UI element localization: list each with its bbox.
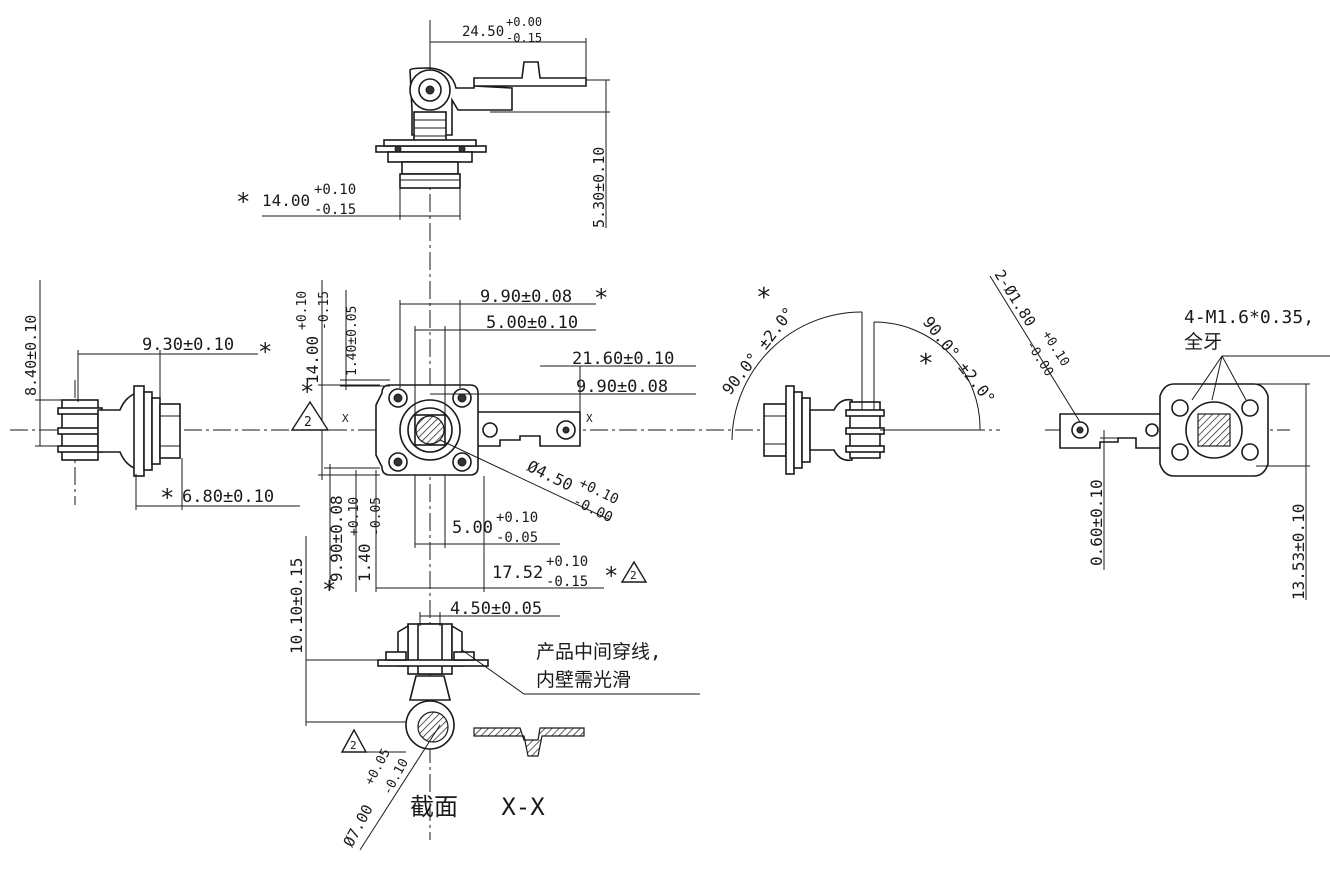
top-width-tol-dn: -0.15	[506, 31, 542, 45]
center-vert-b-tol-dn: -0.15	[317, 291, 332, 330]
center-vert-b: 14.00	[303, 336, 322, 384]
top-height-dim: 5.30±0.10	[590, 147, 608, 228]
top-body-tol-dn: -0.15	[314, 202, 356, 218]
center-vert-b-tol-up: +0.10	[295, 291, 310, 330]
angle-a: 90.0° ±2.0°	[718, 303, 798, 398]
bottom-note-2: 内壁需光滑	[536, 669, 631, 691]
center-vert-b-star: *	[300, 378, 314, 406]
center-dim-d: 9.90±0.08	[576, 377, 668, 397]
left-len-b-dim: 6.80±0.10	[182, 487, 274, 507]
datum-triangle-2	[620, 560, 648, 583]
center-dim-a-star: *	[594, 284, 608, 312]
thread-note-2: 全牙	[1184, 331, 1222, 353]
center-view: X X 9.90±0.08 * 5.00±0.10 21.60±0.10 9.9…	[290, 280, 696, 604]
top-body-dim: 14.00	[262, 191, 310, 210]
center-slot-tol-dn: -0.05	[496, 530, 538, 546]
top-width-tol-up: +0.00	[506, 15, 542, 29]
left-len-a-star: *	[258, 338, 272, 366]
center-datum-note-2: 2	[630, 569, 637, 582]
center-left-star: *	[322, 576, 336, 604]
top-width-dim: 24.50	[462, 24, 504, 40]
bottom-top-dim: 4.50±0.05	[450, 599, 542, 619]
center-slot-dim: 5.00	[452, 518, 493, 538]
center-total-tol-dn: -0.15	[546, 574, 588, 590]
bottom-note-1: 产品中间穿线,	[536, 641, 661, 663]
far-right-view: 4-M1.6*0.35, 全牙 2-Ø1.80 +0.10 -0.00 0.60…	[989, 267, 1330, 600]
top-body-star: *	[236, 188, 250, 216]
holes-dim: 2-Ø1.80	[991, 267, 1040, 330]
center-left-b-tol-up: +0.10	[347, 497, 362, 536]
center-total-tol-up: +0.10	[546, 554, 588, 570]
left-len-b-star: *	[160, 484, 174, 512]
right-view: * 90.0° ±2.0° * 90.0° ±2.0°	[718, 283, 999, 475]
top-view: 24.50 +0.00 -0.15 5.30±0.10 * 14.00 +0.1…	[236, 15, 610, 228]
bottom-datum-note: 2	[350, 739, 357, 752]
center-left-a: 9.90±0.08	[327, 495, 346, 582]
section-title: 截面 X-X	[410, 793, 545, 821]
bottom-height-dim: 10.10±0.15	[287, 558, 306, 654]
thick-dim: 0.60±0.10	[1087, 479, 1106, 566]
center-total-star: *	[604, 562, 618, 590]
center-left-b: 1.40	[355, 543, 374, 582]
angle-star-b: *	[918, 349, 934, 379]
center-bore-dim: Ø4.50	[524, 457, 576, 495]
center-slot-tol-up: +0.10	[496, 510, 538, 526]
section-mark-left: X	[342, 412, 349, 425]
thread-note-1: 4-M1.6*0.35,	[1184, 307, 1314, 328]
center-left-b-tol-dn: -0.05	[369, 497, 384, 536]
center-dim-b: 5.00±0.10	[486, 313, 578, 333]
center-dim-c: 21.60±0.10	[572, 349, 674, 369]
left-view: 8.40±0.10 9.30±0.10 * * 6.80±0.10	[22, 280, 300, 512]
angle-star-a: *	[756, 283, 772, 313]
bottom-view: 4.50±0.05 10.10±0.15 产品中间穿线, 内壁需光滑 2 Ø7.…	[287, 536, 700, 851]
center-dim-a: 9.90±0.08	[480, 287, 572, 307]
left-len-a-dim: 9.30±0.10	[142, 335, 234, 355]
top-body-tol-up: +0.10	[314, 182, 356, 198]
center-vert-a: 1.40±0.05	[345, 306, 360, 376]
center-total-dim: 17.52	[492, 563, 543, 583]
section-mark-right: X	[586, 412, 593, 425]
height-dim: 13.53±0.10	[1289, 504, 1308, 600]
bottom-dia-dim: Ø7.00	[340, 802, 377, 850]
datum-triangle	[290, 400, 330, 431]
left-height-dim: 8.40±0.10	[22, 315, 40, 396]
center-datum-note: 2	[304, 415, 312, 430]
